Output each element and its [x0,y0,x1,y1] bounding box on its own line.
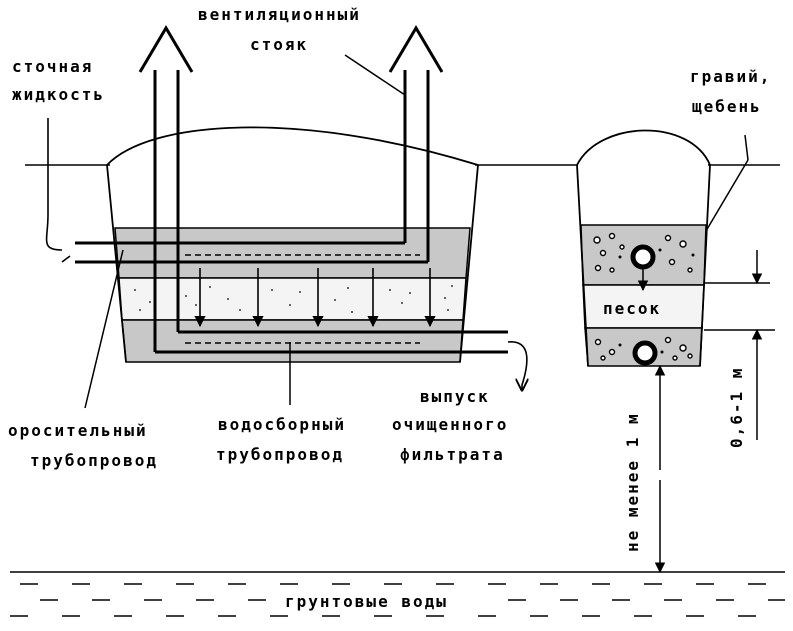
label-groundwater: грунтовые воды [285,592,448,611]
percolation-arrows [194,268,436,328]
label-outlet-2: очищенного [392,415,508,434]
outflow-arrow [507,341,527,390]
label-collector-pipe-1: водосборный [218,415,346,434]
dimension-lines [654,250,775,574]
label-gravel-2: щебень [692,97,762,116]
vent-riser-left [138,25,194,352]
trench-longitudinal-section [106,126,479,363]
inflow-arrow-tail [61,255,71,263]
label-wastewater-1: сточная [12,57,93,76]
groundwater-level [10,571,785,617]
trench-cross-section [576,129,711,367]
vent-riser-right [388,25,444,262]
lower-gravel-layer [121,319,464,363]
label-gravel-1: гравий, [690,67,771,86]
label-vent-riser-1: вентиляционный [198,5,361,24]
label-min-depth: не менее 1 м [623,412,642,552]
collector-pipe-section [632,340,658,366]
label-collector-pipe-2: трубопровод [216,445,344,464]
upper-gravel-layer [114,227,471,279]
irrigation-pipe [75,241,428,264]
label-outlet-1: выпуск [420,387,490,406]
collector-pipe [155,330,508,354]
label-vent-riser-2: стояк [250,35,308,54]
soil-mound-right [576,129,711,166]
sand-texture [134,285,453,313]
label-sand: песок [603,299,661,318]
soil-mound-left [106,126,479,166]
label-irrigation-pipe-1: оросительный [8,421,148,440]
label-irrigation-pipe-2: трубопровод [30,451,158,470]
label-outlet-3: фильтрата [400,445,505,464]
irrigation-pipe-section [630,244,656,270]
label-wastewater-2: жидкость [12,85,105,104]
label-layer-thickness: 0,6-1 м [727,367,746,448]
sand-layer-left [118,277,467,321]
inflow-arrow [45,118,63,251]
gravel-pebbles [593,232,693,361]
